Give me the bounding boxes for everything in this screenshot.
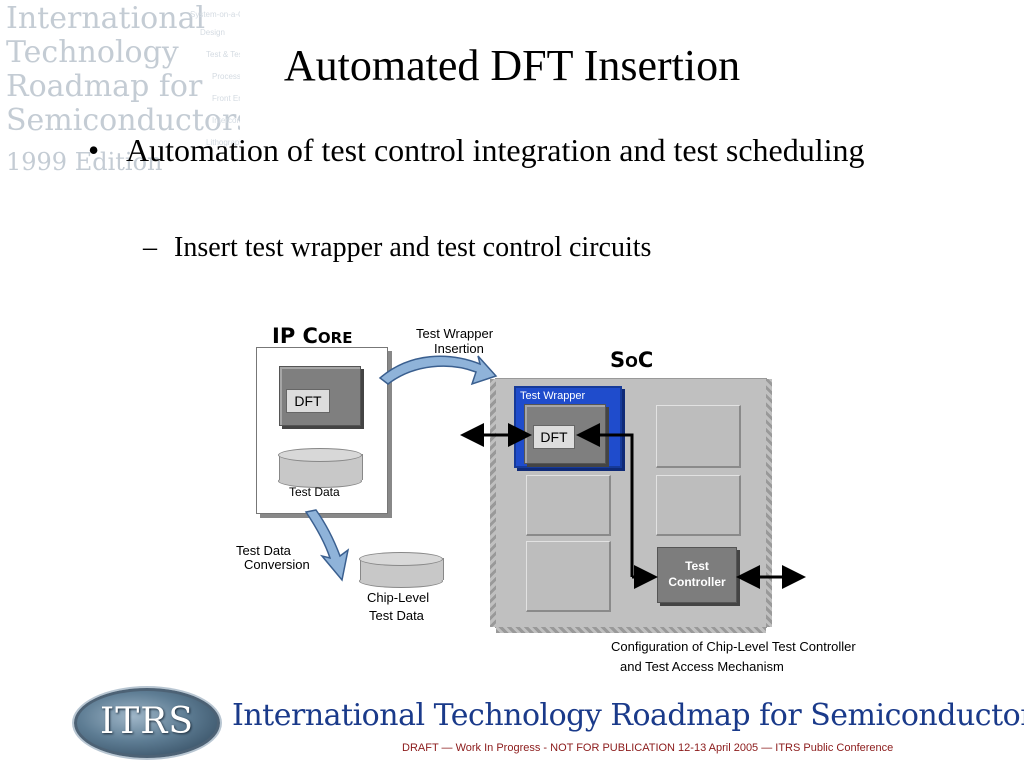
bullet-marker: – [143, 232, 157, 263]
watermark-line: 1999 Edition [6, 148, 163, 176]
itrs-logo-text: ITRS [100, 701, 194, 742]
itrs-org-name: International Technology Roadmap for Sem… [232, 698, 1024, 733]
tam-line [576, 423, 634, 577]
bullet-text: Insert test wrapper and test control cir… [174, 232, 652, 263]
soc-core-cell [526, 541, 611, 612]
soc-label: SoC [610, 348, 654, 372]
diagram-caption: and Test Access Mechanism [620, 659, 784, 674]
watermark-item: Process Integration [212, 72, 240, 81]
ip-dft-label: DFT [286, 389, 330, 413]
watermark-item: Test & Test Equipment [206, 50, 240, 59]
itrs-watermark: International Technology Roadmap for Sem… [0, 0, 240, 190]
insertion-arrow [378, 355, 498, 386]
watermark-line: International [6, 1, 206, 36]
chip-level-data-cylinder [359, 552, 444, 588]
watermark-item: Front End Process [212, 94, 240, 103]
ip-test-data-label: Test Data [289, 485, 340, 499]
watermark-line: Semiconductors [6, 103, 240, 138]
diagram-caption: Configuration of Chip-Level Test Control… [611, 639, 856, 654]
watermark-item: Lithography [206, 138, 240, 147]
watermark-item: System-on-a-Chip [190, 10, 240, 19]
bullet-marker: • [88, 132, 100, 168]
test-data-conversion-label: Test Data [236, 543, 291, 558]
bullet-level-2: – Insert test wrapper and test control c… [143, 232, 651, 264]
ip-core-box: DFT Test Data [256, 347, 388, 514]
test-controller-label: Controller [668, 575, 726, 589]
draft-notice: DRAFT — Work In Progress - NOT FOR PUBLI… [402, 742, 894, 754]
chip-level-data-label: Chip-Level [367, 590, 430, 605]
conversion-arrow [304, 509, 350, 582]
soc-core-cell [656, 475, 741, 536]
test-data-conversion-label: Conversion [244, 557, 310, 572]
ip-test-data-cylinder [278, 448, 363, 488]
bullet-text: Automation of test control integration a… [126, 132, 865, 168]
test-wrapper-insertion-label: Insertion [434, 341, 484, 356]
watermark-item: Interconnect [212, 116, 240, 125]
slide-title: Automated DFT Insertion [283, 41, 741, 90]
soc-core-cell [656, 405, 741, 468]
ip-core-label: IP Core [272, 324, 353, 348]
watermark-item: Design [200, 28, 225, 37]
watermark-line: Roadmap for [6, 69, 203, 104]
test-controller-label: Test [685, 559, 709, 573]
bullet-level-1: • Automation of test control integration… [88, 130, 908, 171]
chip-level-data-label: Test Data [369, 608, 424, 623]
watermark-line: Technology [6, 35, 179, 70]
soc-dft-label: DFT [533, 425, 575, 449]
test-wrapper-insertion-label: Test Wrapper [416, 326, 494, 341]
itrs-logo: ITRS [74, 688, 220, 758]
test-controller: Test Controller [657, 547, 737, 603]
test-wrapper-label: Test Wrapper [520, 390, 586, 402]
ip-dft-block: DFT [279, 366, 361, 426]
soc-core-cell [526, 475, 611, 536]
